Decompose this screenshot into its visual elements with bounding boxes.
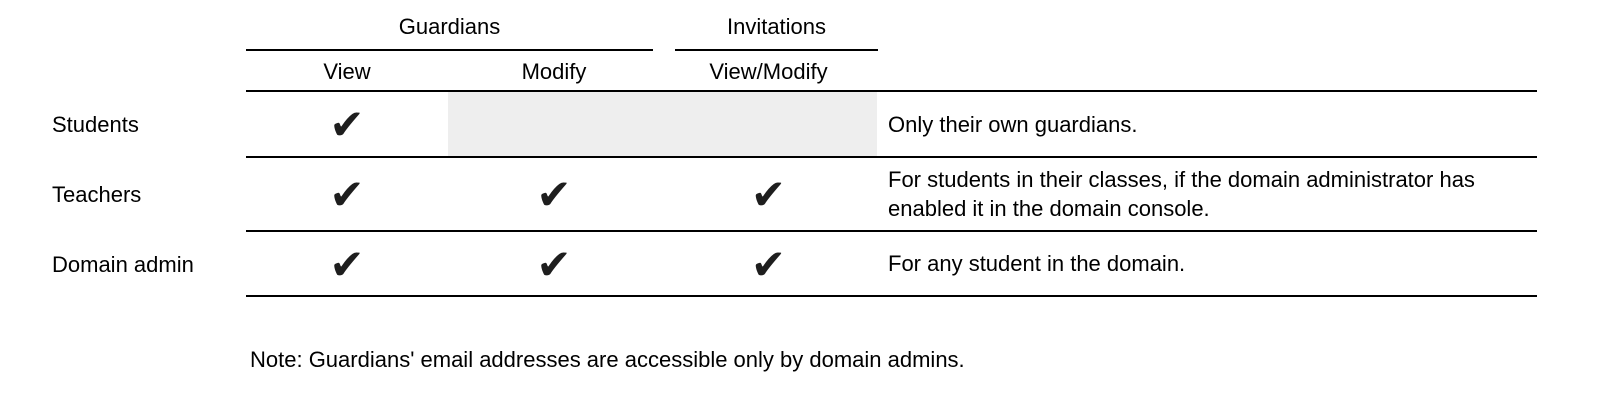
domain-admin-view-cell: ✔ <box>246 239 448 289</box>
teachers-modify-cell: ✔ <box>448 174 660 216</box>
row-rule <box>246 156 1537 158</box>
column-group-invitations-label: Invitations <box>726 13 827 39</box>
column-header-view-modify: View/Modify <box>660 59 877 85</box>
students-note-text: Only their own guardians. <box>888 111 1138 137</box>
checkmark-icon: ✔ <box>329 239 365 289</box>
checkmark-icon: ✔ <box>329 170 365 219</box>
column-header-view: View <box>246 59 448 85</box>
checkmark-icon: ✔ <box>750 170 787 219</box>
column-header-view-modify-label: View/Modify <box>709 58 828 84</box>
teachers-view-cell: ✔ <box>246 174 448 216</box>
table-row-students: Students ✔ Only their own guardians. <box>0 92 1537 158</box>
column-group-invitations: Invitations <box>675 4 878 51</box>
checkmark-icon: ✔ <box>329 100 365 149</box>
row-label-teachers-text: Teachers <box>52 182 142 207</box>
domain-admin-view-modify-cell: ✔ <box>660 239 877 289</box>
checkmark-icon: ✔ <box>750 239 787 289</box>
header-rule <box>246 90 1537 92</box>
shaded-cell <box>448 92 877 156</box>
footnote: Note: Guardians' email addresses are acc… <box>250 347 965 372</box>
teachers-view-modify-cell: ✔ <box>660 174 877 216</box>
column-header-view-label: View <box>323 58 371 84</box>
domain-admin-note-cell: For any student in the domain. <box>877 250 1537 279</box>
domain-admin-note-text: For any student in the domain. <box>888 251 1186 277</box>
row-rule <box>246 295 1537 297</box>
column-group-guardians: Guardians <box>246 4 653 51</box>
checkmark-icon: ✔ <box>536 170 572 219</box>
row-label-domain-admin-text: Domain admin <box>52 251 194 277</box>
students-view-cell: ✔ <box>246 104 448 146</box>
row-label-students: Students <box>0 112 246 138</box>
column-header-modify: Modify <box>448 59 660 85</box>
column-header-modify-label: Modify <box>521 58 587 84</box>
teachers-note-text: For students in their classes, if the do… <box>888 167 1475 221</box>
row-label-students-text: Students <box>52 112 139 137</box>
teachers-note-cell: For students in their classes, if the do… <box>877 166 1537 223</box>
students-note-cell: Only their own guardians. <box>877 111 1537 140</box>
row-rule <box>246 230 1537 232</box>
row-label-teachers: Teachers <box>0 182 246 208</box>
domain-admin-modify-cell: ✔ <box>448 239 660 289</box>
checkmark-icon: ✔ <box>536 239 572 289</box>
column-group-header-row: Guardians Invitations <box>0 4 1537 51</box>
column-header-row: View Modify View/Modify <box>0 51 1537 92</box>
table-row-teachers: Teachers ✔ ✔ ✔ For students in their cla… <box>0 158 1537 232</box>
table-row-domain-admin: Domain admin ✔ ✔ ✔ For any student in th… <box>0 232 1537 297</box>
column-group-guardians-label: Guardians <box>398 13 501 39</box>
row-label-domain-admin: Domain admin <box>0 252 246 278</box>
